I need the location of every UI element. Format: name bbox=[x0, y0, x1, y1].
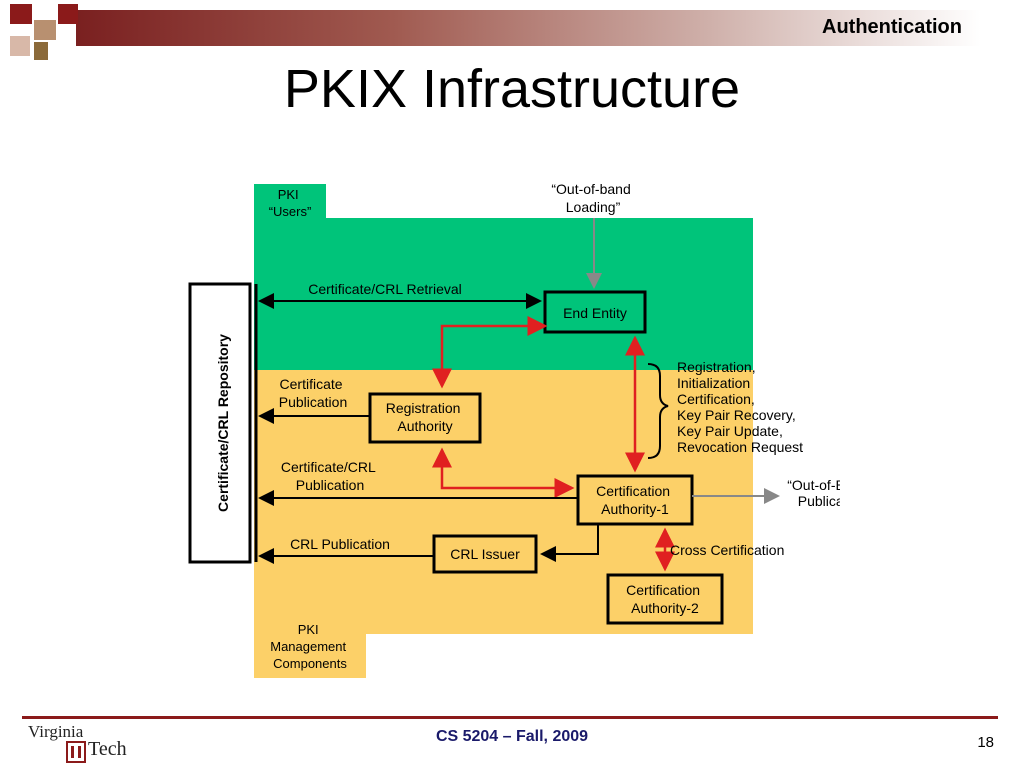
operations-5: Key Pair Update, bbox=[677, 423, 783, 439]
operations-4: Key Pair Recovery, bbox=[677, 407, 796, 423]
section-tag: Authentication bbox=[822, 16, 962, 38]
cert-publication-label-2: Publication bbox=[279, 394, 348, 410]
crl-issuer-box bbox=[432, 534, 538, 574]
pkix-diagram: PKI “Users” PKI Management Components Ce… bbox=[188, 181, 840, 678]
logo-text-top: Virginia bbox=[28, 722, 84, 741]
certcrl-publication-label-2: Publication bbox=[296, 477, 365, 493]
svg-text:PKI “Users”: PKI “Users” bbox=[269, 187, 312, 219]
svg-text:Certification Authority-1: Certification Authority-1 bbox=[596, 483, 674, 517]
ca1-crl-arrow bbox=[540, 524, 599, 562]
logo-emblem-icon bbox=[66, 741, 86, 763]
mgmt-label-1: PKI bbox=[298, 622, 319, 637]
footer-line bbox=[22, 716, 998, 719]
footer-course: CS 5204 – Fall, 2009 bbox=[435, 728, 589, 745]
page-number: 18 bbox=[977, 734, 994, 751]
logo-square-2 bbox=[34, 20, 56, 40]
mgmt-label-3: Components bbox=[273, 656, 347, 671]
operations-3: Certification, bbox=[677, 391, 755, 407]
logo-square-4 bbox=[10, 36, 30, 56]
users-label-1: PKI bbox=[278, 187, 299, 202]
ra-label-2: Authority bbox=[397, 418, 452, 434]
cert-publication-label-1: Certificate bbox=[280, 376, 343, 392]
svg-text:Registration Authority: Registration Authority bbox=[386, 400, 465, 434]
slide-title: PKIX Infrastructure bbox=[283, 59, 741, 119]
users-label-2: “Users” bbox=[269, 204, 312, 219]
oob-publication-label-2: Publication bbox=[798, 493, 840, 509]
end-entity-box bbox=[543, 290, 647, 334]
svg-text:Certificate Publication: Certificate Publication bbox=[279, 376, 348, 410]
operations-2: Initialization bbox=[677, 375, 750, 391]
ee-ra-arrow bbox=[432, 316, 548, 389]
ca2-label-2: Authority-2 bbox=[631, 600, 699, 616]
oob-loading-label-2: Loading” bbox=[566, 199, 621, 215]
crl-issuer-label: CRL Issuer bbox=[450, 546, 520, 562]
cross-cert-label: Cross Certification bbox=[670, 542, 784, 558]
users-region bbox=[254, 184, 753, 370]
logo-square-1 bbox=[10, 4, 32, 24]
crl-publication-label: CRL Publication bbox=[290, 536, 390, 552]
logo-square-3 bbox=[58, 4, 78, 24]
registration-authority-box bbox=[368, 392, 482, 444]
oob-loading-label-1: “Out-of-band bbox=[551, 181, 630, 197]
svg-text:Registration, Initializati: Registration, Initialization Certificati… bbox=[677, 359, 803, 455]
logo-text-bottom: Tech bbox=[88, 738, 127, 760]
svg-text:PKI Management Compone: PKI Management Components bbox=[270, 622, 350, 671]
end-entity-label: End Entity bbox=[563, 305, 627, 321]
svg-text:Certification Authority-2: Certification Authority-2 bbox=[626, 582, 704, 616]
oob-publication-label-1: “Out-of-Band” bbox=[787, 477, 840, 493]
certcrl-publication-label-1: Certificate/CRL bbox=[281, 459, 376, 475]
vt-logo: Virginia Tech bbox=[24, 720, 144, 766]
repository-label: Certificate/CRL Repository bbox=[215, 334, 231, 512]
ca1-label-1: Certification bbox=[596, 483, 670, 499]
mgmt-label-2: Management bbox=[270, 639, 346, 654]
operations-6: Revocation Request bbox=[677, 439, 803, 455]
svg-text:Certificate/CRL Publicatio: Certificate/CRL Publication bbox=[281, 459, 379, 493]
ra-label-1: Registration bbox=[386, 400, 461, 416]
logo-square-5 bbox=[34, 42, 48, 60]
retrieval-label: Certificate/CRL Retrieval bbox=[308, 281, 462, 297]
svg-text:“Out-of-band Loading”: “Out-of-band Loading” bbox=[551, 181, 634, 215]
ca1-box bbox=[576, 474, 694, 526]
ra-ca1-arrow bbox=[432, 447, 575, 498]
svg-text:“Out-of-Band” Publication: “Out-of-Band” Publication bbox=[787, 477, 840, 509]
operations-1: Registration, bbox=[677, 359, 756, 375]
ca2-label-1: Certification bbox=[626, 582, 700, 598]
header-band bbox=[76, 10, 981, 46]
operations-brace bbox=[647, 363, 669, 459]
ca2-box bbox=[606, 573, 724, 625]
ca1-label-2: Authority-1 bbox=[601, 501, 669, 517]
repository-box bbox=[188, 282, 252, 564]
